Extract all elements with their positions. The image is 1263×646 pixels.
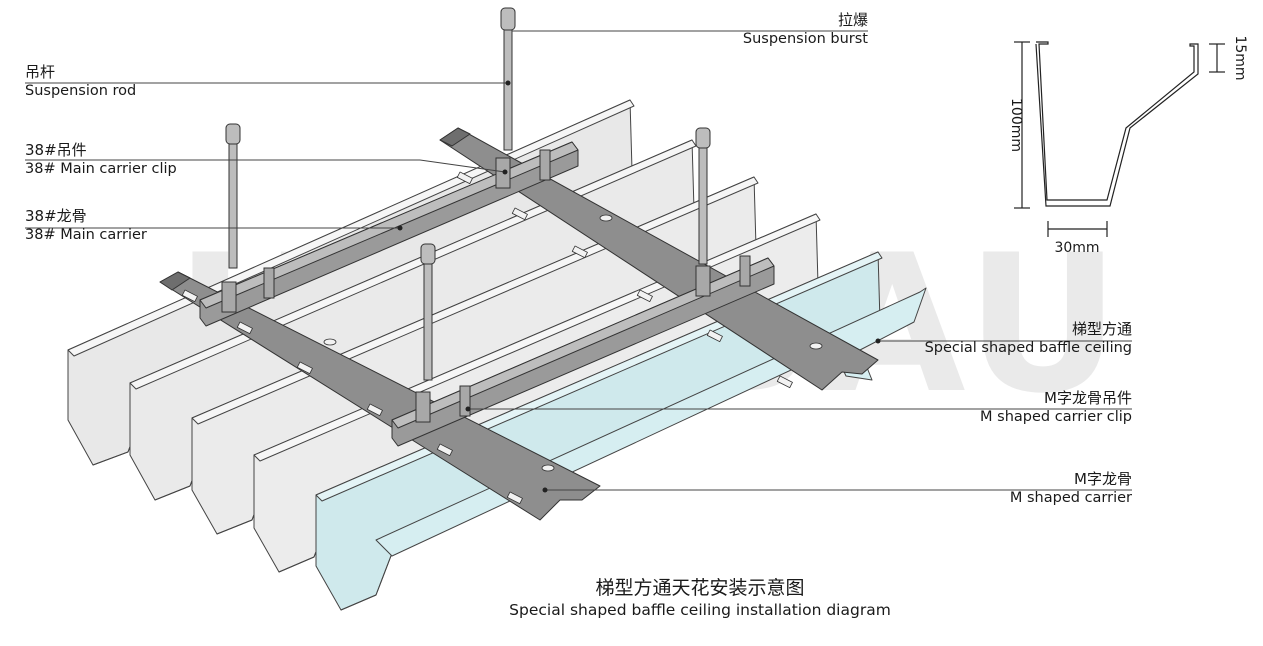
label-m-carrier-clip-cn: M字龙骨吊件 bbox=[1044, 389, 1132, 407]
diagram-title-cn: 梯型方通天花安装示意图 bbox=[595, 577, 805, 599]
label-suspension-rod-cn: 吊杆 bbox=[25, 63, 56, 81]
main-carriers bbox=[199, 141, 775, 447]
carrier-clips bbox=[221, 149, 751, 423]
label-m-carrier-cn: M字龙骨 bbox=[1074, 470, 1132, 488]
label-main-carrier-clip: 38#吊件 38# Main carrier clip bbox=[25, 141, 177, 179]
label-m-carrier-en: M shaped carrier bbox=[1009, 490, 1132, 506]
leader-dots bbox=[397, 80, 881, 493]
label-main-carrier-clip-cn: 38#吊件 bbox=[25, 141, 87, 159]
dim-lip: 15mm bbox=[1232, 35, 1248, 80]
label-suspension-rod: 吊杆 Suspension rod bbox=[25, 63, 136, 101]
label-suspension-burst-cn: 拉爆 bbox=[837, 11, 868, 29]
m-carriers bbox=[159, 127, 879, 521]
dim-height: 100mm bbox=[1008, 98, 1024, 152]
dim-width: 30mm bbox=[1054, 240, 1099, 256]
profile-section bbox=[1014, 41, 1225, 237]
leader-lines bbox=[25, 30, 1132, 491]
label-main-carrier-en: 38# Main carrier bbox=[25, 227, 147, 243]
label-main-carrier-clip-en: 38# Main carrier clip bbox=[25, 161, 177, 177]
label-main-carrier-cn: 38#龙骨 bbox=[25, 207, 87, 225]
label-suspension-burst-en: Suspension burst bbox=[742, 31, 868, 47]
label-m-carrier-clip: M字龙骨吊件 M shaped carrier clip bbox=[980, 389, 1132, 427]
label-main-carrier: 38#龙骨 38# Main carrier bbox=[25, 207, 147, 245]
label-baffle-ceiling-en: Special shaped baffle ceiling bbox=[924, 340, 1132, 356]
label-baffle-ceiling: 梯型方通 Special shaped baffle ceiling bbox=[925, 320, 1132, 358]
suspension-rods bbox=[225, 7, 711, 381]
label-suspension-burst: 拉爆 Suspension burst bbox=[743, 11, 868, 49]
label-suspension-rod-en: Suspension rod bbox=[25, 83, 137, 99]
label-m-carrier: M字龙骨 M shaped carrier bbox=[1010, 470, 1132, 508]
diagram-title-en: Special shaped baffle ceiling installati… bbox=[509, 601, 891, 619]
label-m-carrier-clip-en: M shaped carrier clip bbox=[980, 409, 1132, 425]
label-baffle-ceiling-cn: 梯型方通 bbox=[1071, 320, 1132, 338]
